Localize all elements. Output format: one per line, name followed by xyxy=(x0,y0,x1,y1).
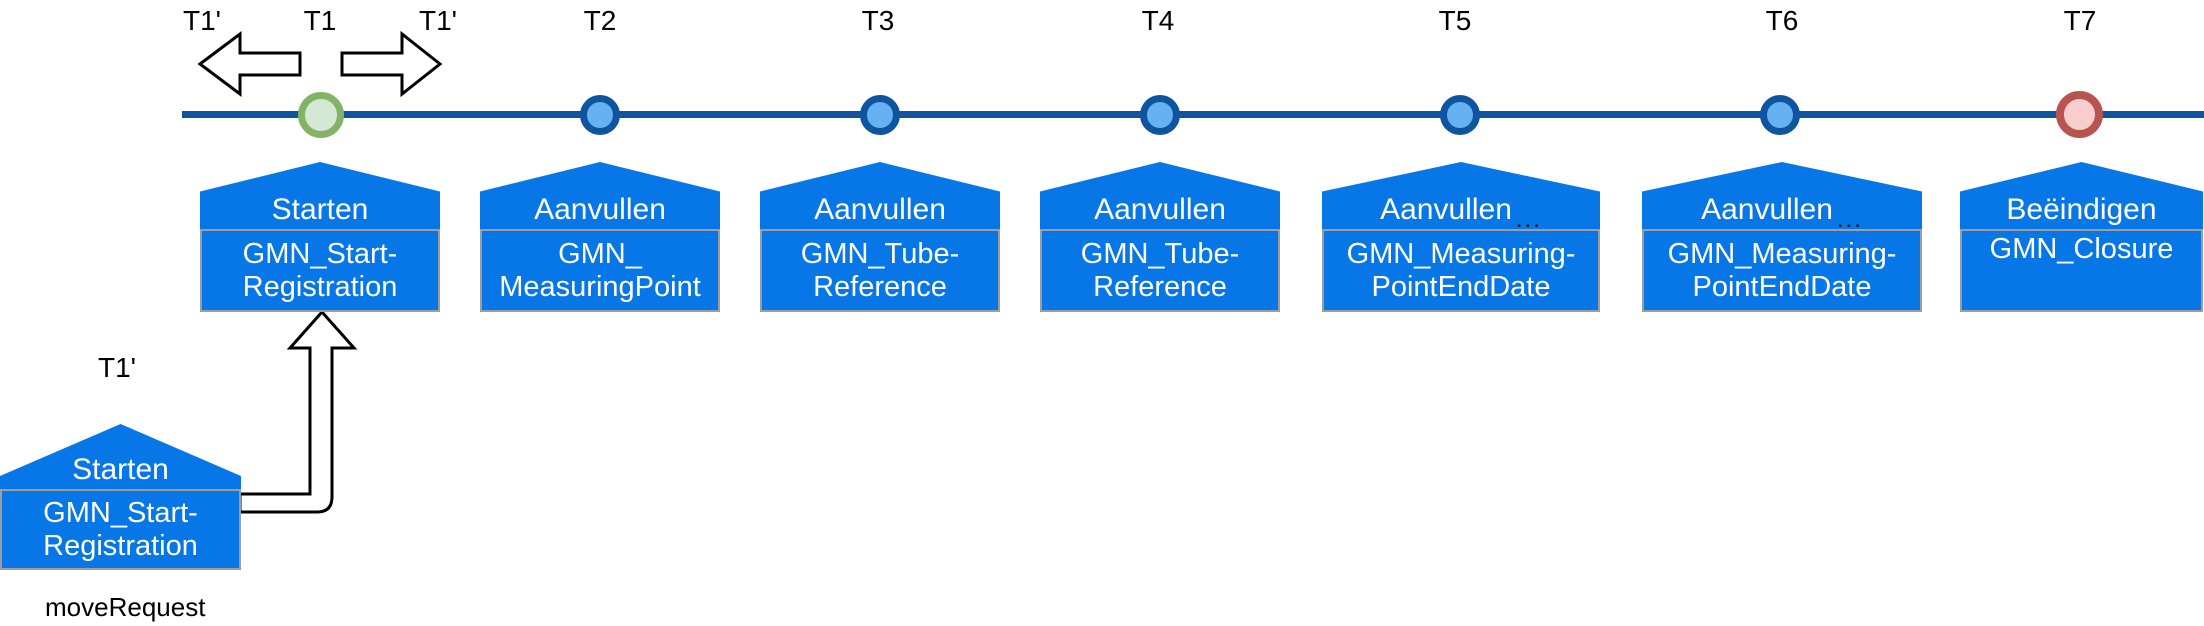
house-roof: Aanvullen ... xyxy=(1322,162,1600,229)
timeline-marker-t6[interactable] xyxy=(1760,95,1800,135)
time-label-t4: T4 xyxy=(1141,5,1175,36)
code-line: Reference xyxy=(813,270,947,303)
move-request-elbow-arrow-icon[interactable] xyxy=(238,309,358,514)
event-node-t4-aanvullen[interactable]: Aanvullen GMN_Tube- Reference xyxy=(1040,162,1280,312)
timeline-marker-t2[interactable] xyxy=(580,95,620,135)
event-node-move-request-starten[interactable]: Starten GMN_Start- Registration xyxy=(0,424,241,570)
code-line: GMN_Tube- xyxy=(1080,237,1240,270)
house-roof: Starten xyxy=(0,424,241,489)
event-node-t1-starten[interactable]: Starten GMN_Start- Registration xyxy=(200,162,440,312)
timeline-marker-t5[interactable] xyxy=(1440,95,1480,135)
move-later-arrow-icon[interactable] xyxy=(340,30,443,98)
timeline-marker-t3[interactable] xyxy=(860,95,900,135)
timeline-line xyxy=(182,111,2204,118)
code-line: GMN_Start- xyxy=(242,237,398,270)
code-line: GMN_Measuring- xyxy=(1346,237,1576,270)
action-label: Aanvullen xyxy=(1380,193,1512,226)
ellipsis-indicator: ... xyxy=(1836,206,1863,233)
code-line: PointEndDate xyxy=(1692,270,1872,303)
house-roof: Aanvullen xyxy=(760,162,1000,229)
house-body: GMN_Start- Registration xyxy=(0,489,241,570)
timeline-marker-t7-closure[interactable] xyxy=(2056,91,2103,138)
house-body: GMN_Measuring- PointEndDate xyxy=(1322,229,1600,312)
time-label-t6: T6 xyxy=(1765,5,1799,36)
time-label-t2: T2 xyxy=(583,5,617,36)
house-roof: Starten xyxy=(200,162,440,229)
time-label-t7: T7 xyxy=(2063,5,2097,36)
timeline-marker-t4[interactable] xyxy=(1140,95,1180,135)
event-node-t7-beeindigen[interactable]: Beëindigen GMN_Closure xyxy=(1960,162,2203,312)
house-roof: Aanvullen xyxy=(1040,162,1280,229)
move-request-label: moveRequest xyxy=(45,592,206,622)
house-body: GMN_Measuring- PointEndDate xyxy=(1642,229,1922,312)
house-body: GMN_Start- Registration xyxy=(200,229,440,312)
house-roof: Aanvullen ... xyxy=(1642,162,1922,229)
time-label-t5: T5 xyxy=(1438,5,1472,36)
code-line: GMN_Tube- xyxy=(800,237,960,270)
time-label-t1-prime-branch: T1' xyxy=(97,352,137,383)
action-label: Aanvullen xyxy=(814,193,946,226)
action-label: Starten xyxy=(72,453,169,486)
code-line: Registration xyxy=(43,529,198,562)
time-label-t1-prime-right: T1' xyxy=(418,5,458,36)
action-label: Aanvullen xyxy=(534,193,666,226)
code-line: GMN_Closure xyxy=(1989,233,2174,265)
code-line: Reference xyxy=(1093,270,1227,303)
house-body: GMN_Tube- Reference xyxy=(1040,229,1280,312)
action-label: Starten xyxy=(271,193,369,226)
time-label-t1: T1 xyxy=(303,5,337,36)
timeline-marker-t1-start[interactable] xyxy=(298,92,344,138)
code-line: PointEndDate xyxy=(1371,270,1551,303)
time-label-t1-prime-left: T1' xyxy=(182,5,222,36)
house-roof: Aanvullen xyxy=(480,162,720,229)
code-line: GMN_ xyxy=(558,237,642,270)
event-node-t3-aanvullen[interactable]: Aanvullen GMN_Tube- Reference xyxy=(760,162,1000,312)
action-label: Beëindigen xyxy=(2006,193,2157,226)
event-node-t6-aanvullen[interactable]: Aanvullen ... GMN_Measuring- PointEndDat… xyxy=(1642,162,1922,312)
house-roof: Beëindigen xyxy=(1960,162,2203,229)
time-label-t3: T3 xyxy=(861,5,895,36)
house-body: GMN_Closure xyxy=(1960,229,2203,312)
event-node-t2-aanvullen[interactable]: Aanvullen GMN_ MeasuringPoint xyxy=(480,162,720,312)
event-node-t5-aanvullen[interactable]: Aanvullen ... GMN_Measuring- PointEndDat… xyxy=(1322,162,1600,312)
code-line: MeasuringPoint xyxy=(499,270,701,303)
house-body: GMN_Tube- Reference xyxy=(760,229,1000,312)
code-line: GMN_Measuring- xyxy=(1667,237,1897,270)
action-label: Aanvullen xyxy=(1094,193,1226,226)
code-line: GMN_Start- xyxy=(43,496,198,529)
ellipsis-indicator: ... xyxy=(1515,206,1542,233)
action-label: Aanvullen xyxy=(1701,193,1833,226)
move-earlier-arrow-icon[interactable] xyxy=(197,31,302,97)
house-body: GMN_ MeasuringPoint xyxy=(480,229,720,312)
code-line: Registration xyxy=(242,270,398,303)
